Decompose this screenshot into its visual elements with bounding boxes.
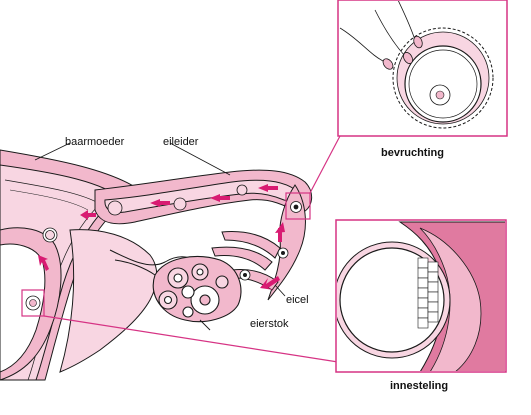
ovarian-ligament bbox=[114, 259, 156, 276]
caption-fertilization: bevruchting bbox=[381, 147, 444, 159]
caption-implantation: innesteling bbox=[390, 380, 449, 392]
zygote-1 bbox=[236, 184, 248, 196]
fertilization-site-box bbox=[285, 192, 311, 220]
inset-fertilization bbox=[337, 0, 508, 137]
ovary bbox=[152, 256, 242, 323]
morula bbox=[107, 200, 123, 216]
label-fallopian-tube: eileider bbox=[163, 136, 199, 148]
label-ovary: eierstok bbox=[250, 318, 289, 330]
leader-lines bbox=[34, 142, 286, 331]
inset-connectors bbox=[43, 135, 341, 363]
arrow-icon bbox=[38, 184, 285, 290]
zygote-2 bbox=[173, 197, 187, 211]
inset-implantation bbox=[335, 219, 507, 373]
egg-stages bbox=[42, 184, 302, 281]
implantation-site-box bbox=[21, 289, 45, 317]
fallopian-tube bbox=[94, 169, 313, 225]
label-uterus: baarmoeder bbox=[65, 136, 125, 148]
label-egg: eicel bbox=[286, 294, 309, 306]
